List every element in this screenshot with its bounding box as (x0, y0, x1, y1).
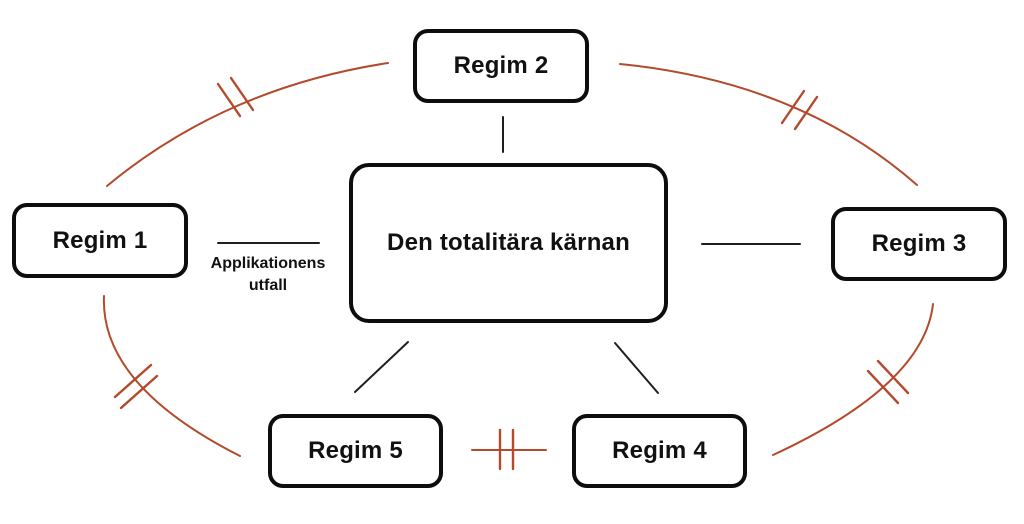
node-regim-5-label: Regim 5 (308, 437, 403, 464)
blocked-arc-regim2-regim3 (619, 63, 918, 186)
blocked-arc-regim3-regim4 (772, 303, 934, 456)
edge-label-application-outcome: Applikationens utfall (210, 255, 326, 294)
blocked-tick-icon (216, 82, 242, 118)
blocked-tick-icon (229, 76, 255, 112)
node-regim-3: Regim 3 (831, 207, 1007, 281)
link-center-regim5 (354, 341, 409, 393)
link-center-regim4 (614, 342, 659, 394)
blocked-tick-icon (866, 369, 900, 405)
node-regim-3-label: Regim 3 (871, 230, 967, 257)
node-regim-4-label: Regim 4 (612, 437, 707, 464)
node-center-label: Den totalitära kärnan (387, 229, 630, 256)
blocked-arc-regim1-regim5 (102, 295, 241, 457)
node-regim-1-label: Regim 1 (52, 226, 148, 254)
blocked-arc-regim1-regim2 (106, 62, 389, 187)
blocked-tick-icon (876, 359, 910, 395)
blocked-tick-icon (119, 374, 159, 410)
blocked-tick-icon (793, 95, 819, 131)
node-center: Den totalitära kärnan (349, 163, 668, 323)
node-regim-2-label: Regim 2 (453, 52, 549, 79)
node-regim-1: Regim 1 (12, 203, 188, 278)
node-regim-4: Regim 4 (572, 414, 747, 488)
blocked-tick-icon (113, 363, 153, 399)
blocked-tick-icon (780, 89, 806, 125)
node-regim-5: Regim 5 (268, 414, 443, 488)
node-regim-2: Regim 2 (413, 29, 589, 103)
